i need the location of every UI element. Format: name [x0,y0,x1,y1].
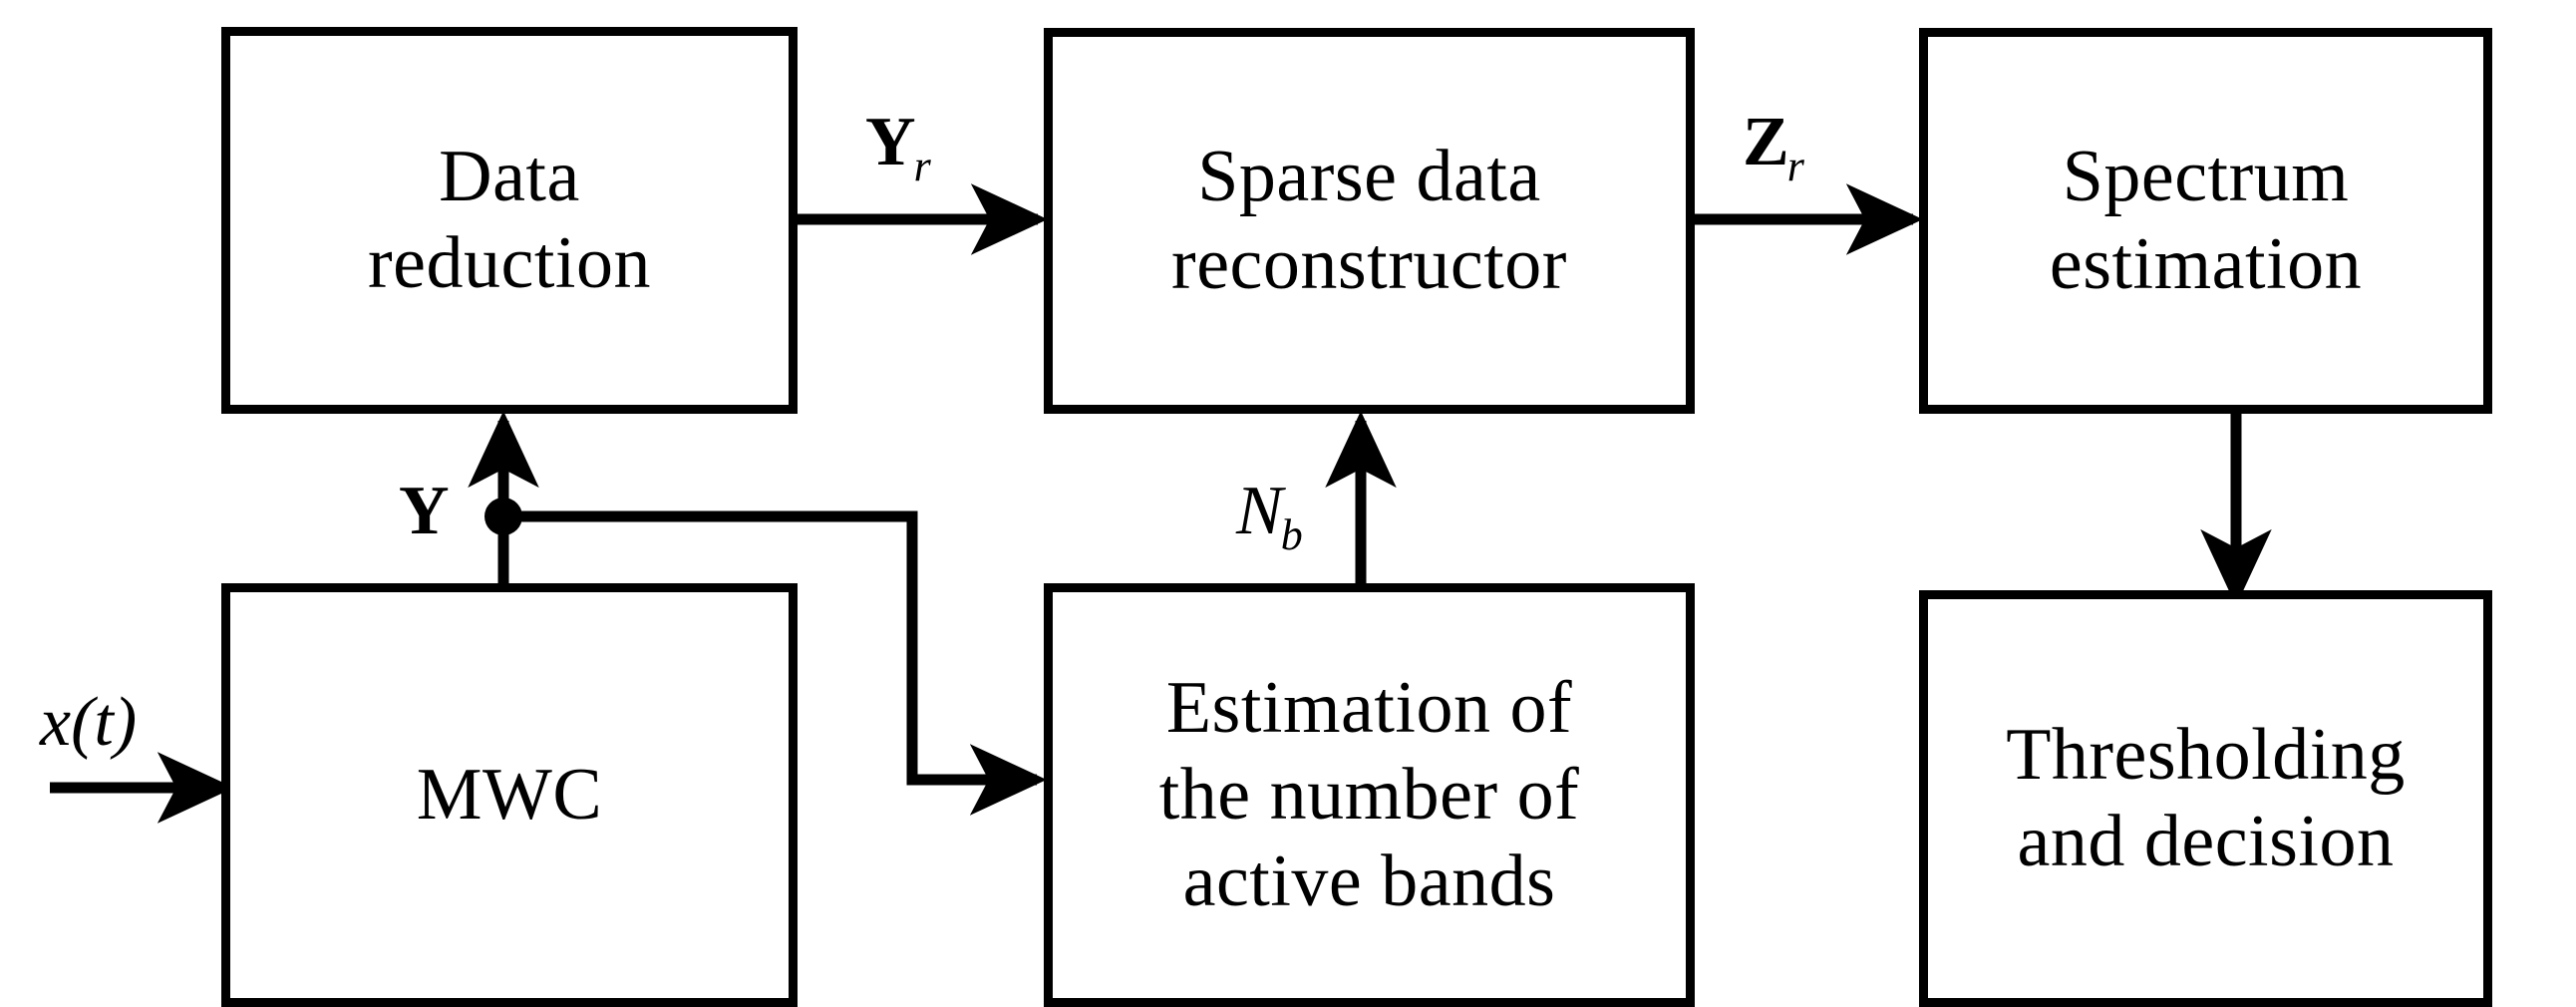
block-sparse-reconstructor[interactable]: Sparse data reconstructor [1044,28,1695,414]
signal-label-yr-base: Y [865,104,916,180]
block-data-reduction-label: Data reduction [368,135,651,304]
block-thresholding-decision-label: Thresholding and decision [2006,713,2406,882]
signal-label-nb-base: N [1236,473,1283,549]
block-band-estimation-label: Estimation of the number of active bands [1158,666,1580,923]
block-sparse-reconstructor-label: Sparse data reconstructor [1171,136,1567,305]
signal-label-nb-subscript: b [1280,510,1303,560]
signal-label-zr-base: Z [1743,104,1789,180]
block-band-estimation[interactable]: Estimation of the number of active bands [1044,583,1695,1007]
block-mwc-label: MWC [416,753,603,836]
block-spectrum-estimation[interactable]: Spectrum estimation [1919,28,2492,414]
block-mwc[interactable]: MWC [221,583,798,1007]
signal-label-yr-subscript: r [913,142,931,191]
signal-label-input: x(t) [40,688,137,758]
signal-label-input-text: x(t) [40,684,138,761]
signal-label-zr: Zr [1743,108,1806,188]
signal-label-yr: Yr [865,108,933,188]
signal-label-zr-subscript: r [1786,142,1804,191]
signal-label-nb: Nb [1236,477,1305,557]
block-spectrum-estimation-label: Spectrum estimation [2049,136,2363,305]
block-thresholding-decision[interactable]: Thresholding and decision [1919,590,2492,1007]
signal-label-y: Y [399,477,450,546]
block-data-reduction[interactable]: Data reduction [221,27,798,414]
signal-label-y-text: Y [399,473,450,549]
connector-junction-to-band-estimation [503,510,1047,816]
signal-junction-dot [484,498,522,535]
